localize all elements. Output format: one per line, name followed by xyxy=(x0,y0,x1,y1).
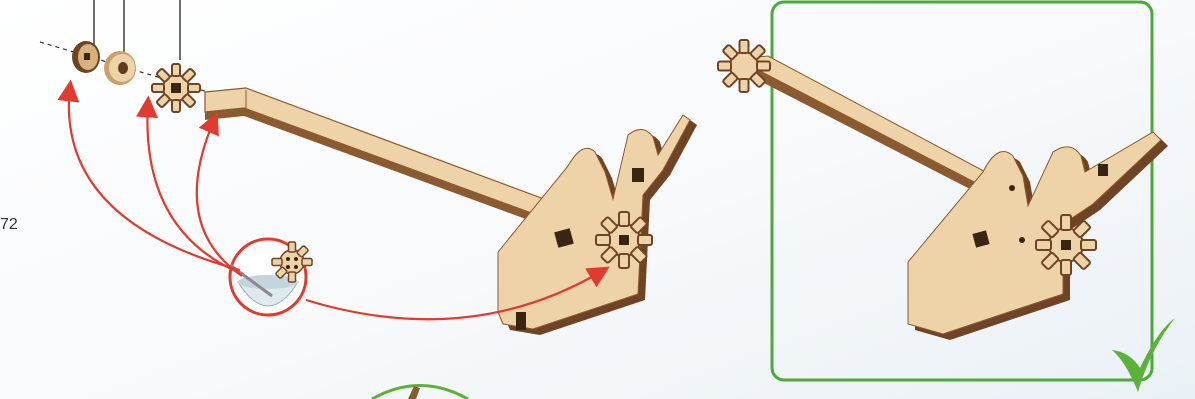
next-step-badge xyxy=(372,386,468,399)
assembled-mounted-gear xyxy=(1036,215,1096,275)
side-frame-part xyxy=(498,115,697,335)
wooden-shaft xyxy=(205,88,560,230)
assembled-shaft xyxy=(746,56,1010,206)
washer-part-light xyxy=(104,51,136,85)
leader-lines xyxy=(94,0,180,60)
assembled-end-gear xyxy=(718,40,770,92)
arrow-to-gear xyxy=(147,102,240,273)
glue-detail-callout xyxy=(230,239,312,315)
small-gear-part xyxy=(152,64,200,112)
washer-part-dark xyxy=(72,41,100,73)
mounted-gear-part xyxy=(596,212,652,268)
